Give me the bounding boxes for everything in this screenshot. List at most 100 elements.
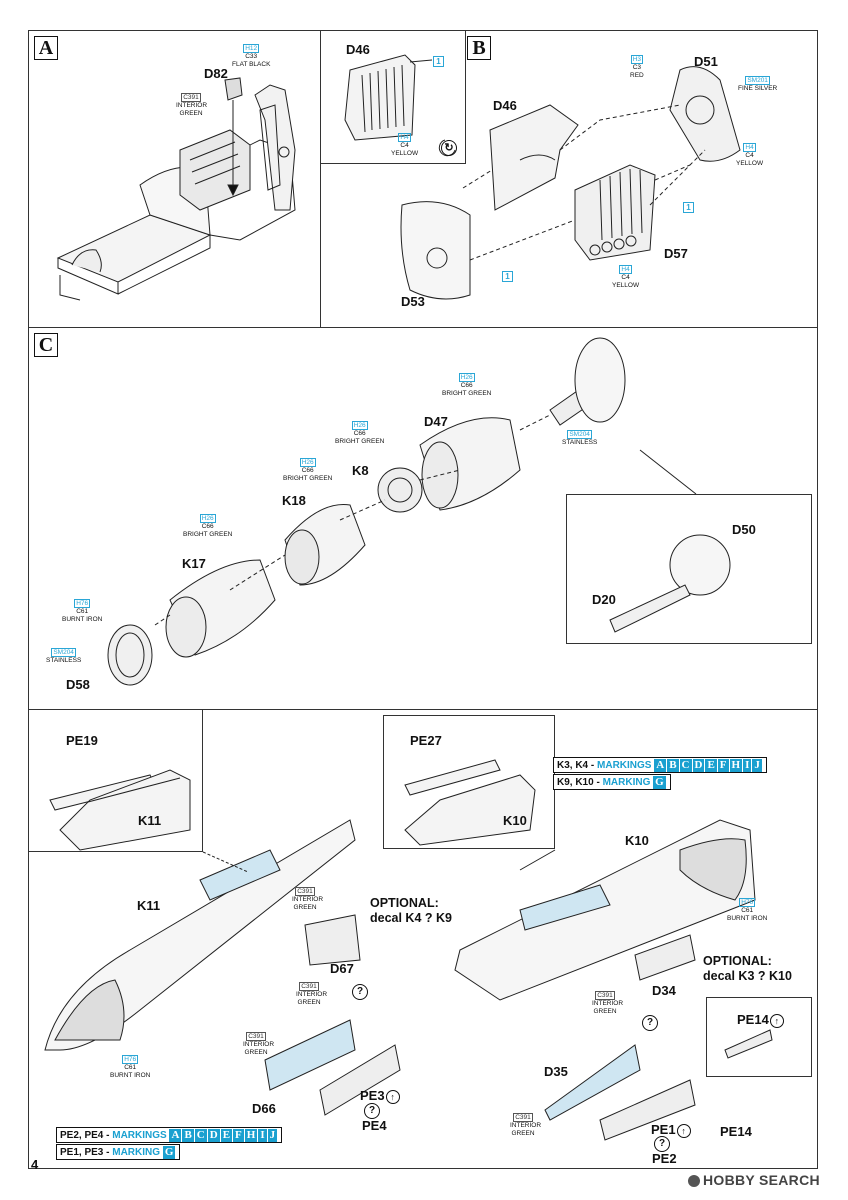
paint-name-burnt-iron-d: BURNT IRON [110, 1071, 151, 1079]
part-label-pe27: PE27 [410, 733, 442, 748]
paint-name-interior-green-dr1: INTERIOR GREEN [592, 1000, 624, 1015]
paint-callout-yellow-inset: H4 C4 YELLOW [391, 133, 418, 157]
markings-left-prefix-2: PE1, PE3 - [60, 1147, 113, 1158]
paint-name-red: RED [630, 71, 644, 79]
part-label-d50: D50 [732, 522, 756, 537]
paint-mr-c61-d: C61 [124, 1064, 137, 1071]
paint-callout-flat-black: H12 C33 FLAT BLACK [232, 44, 270, 68]
part-label-d47: D47 [424, 414, 448, 429]
question-icon-right-b: ? [654, 1136, 670, 1152]
step-d-left-drawing [44, 769, 401, 1116]
paint-code-c391-dr2: C391 [513, 1113, 533, 1122]
part-label-pe4: PE4 [362, 1118, 387, 1133]
paint-mr-c66-d47: C66 [460, 382, 473, 389]
paint-callout-interior-green-d2: C391 INTERIOR GREEN [296, 982, 327, 1006]
marking-box-a: A [169, 1128, 182, 1142]
step-d-left-inset-frame [28, 709, 203, 852]
paint-code-h26-k8: H26 [351, 421, 368, 430]
paint-code-h76-d58: H76 [74, 599, 91, 608]
markings-right-prefix-2: K9, K10 - [557, 777, 603, 788]
paint-callout-burnt-iron-dr: H76 C61 BURNT IRON [727, 898, 767, 922]
markings-right-prefix-1: K3, K4 - [557, 760, 598, 771]
marking-box-f: F [233, 1128, 244, 1142]
part-label-d46: D46 [493, 98, 517, 113]
markings-left-prefix-1: PE2, PE4 - [60, 1130, 113, 1141]
paint-code-h3: H3 [630, 55, 644, 64]
paint-callout-bright-green-k17: H26 C66 BRIGHT GREEN [183, 514, 232, 538]
paint-callout-interior-green-dr2: C391 INTERIOR GREEN [510, 1113, 541, 1137]
part-label-d67: D67 [330, 961, 354, 976]
pe3-text: PE3 [360, 1088, 385, 1103]
markings-right-label-1: MARKINGS [597, 760, 652, 771]
paint-callout-bright-green-k18: H26 C66 BRIGHT GREEN [283, 458, 332, 482]
paint-mr-c4: C4 [400, 142, 409, 149]
paint-code-h4-b1: H4 [743, 143, 756, 152]
optional-decal-note-right: OPTIONAL: decal K3 ? K10 [703, 954, 792, 983]
pe14-inset-frame [706, 997, 812, 1077]
paint-name-flat-black: FLAT BLACK [232, 60, 271, 68]
question-icon-left-b: ? [364, 1103, 380, 1119]
paint-callout-stainless-d47: SM204 STAINLESS [562, 430, 597, 447]
part-label-k11: K11 [137, 898, 161, 913]
paint-callout-burnt-iron-d58: H76 C61 BURNT IRON [62, 599, 102, 623]
marking-box-a-r: A [654, 758, 667, 772]
paint-code-h26-d47: H26 [458, 373, 475, 382]
callout-1-b-a: 1 [683, 202, 694, 213]
paint-mr-c66-k18: C66 [301, 467, 314, 474]
part-label-d66: D66 [252, 1101, 276, 1116]
d46-inset-drawing [344, 54, 456, 157]
paint-mr-c66-k17: C66 [201, 523, 214, 530]
marking-box-h-r: H [729, 758, 743, 772]
part-label-pe14-inset: PE14↑ [737, 1012, 784, 1028]
paint-callout-interior-green-d1: C391 INTERIOR GREEN [292, 887, 324, 911]
paint-name-burnt-iron-dr: BURNT IRON [727, 914, 768, 922]
paint-callout-burnt-iron-d: H76 C61 BURNT IRON [110, 1055, 150, 1079]
paint-code-c391-dr1: C391 [595, 991, 615, 1000]
step-b-label: B [467, 36, 491, 60]
marking-box-b-r: B [667, 758, 679, 772]
paint-mr-c61-dr: C61 [741, 907, 754, 914]
marking-box-j-r: J [752, 758, 762, 772]
paint-callout-fine-silver: SM201 FINE SILVER [738, 76, 777, 93]
paint-mr-c3: C3 [632, 64, 642, 71]
paint-mr-c33: C33 [245, 53, 258, 60]
paint-code-c391-d3: C391 [246, 1032, 266, 1041]
part-label-d58: D58 [66, 677, 90, 692]
arrow-up-icon: ↑ [769, 1014, 784, 1028]
part-label-k18: K18 [282, 493, 306, 508]
part-label-d53: D53 [401, 294, 425, 309]
paint-code-h26-k17: H26 [199, 514, 216, 523]
paint-code-h76-dr: H76 [739, 898, 756, 907]
part-label-k8: K8 [352, 463, 369, 478]
marking-box-j: J [267, 1128, 278, 1142]
question-icon-right-a: ? [642, 1015, 658, 1031]
markings-right-label-2: MARKING [602, 777, 651, 788]
paint-callout-stainless-d58: SM204 STAINLESS [46, 648, 81, 665]
step-c-label: C [34, 333, 58, 357]
arrow-up-icon: ↑ [676, 1124, 691, 1138]
paint-code-h76-d: H76 [122, 1055, 139, 1064]
step-c-inset-frame [566, 494, 812, 644]
watermark-text: HOBBY SEARCH [703, 1172, 820, 1188]
part-label-pe3: PE3↑ [360, 1088, 400, 1104]
step-d-right-drawing [404, 759, 773, 1141]
paint-mr-c61-d58: C61 [76, 608, 89, 615]
paint-callout-interior-green-d3: C391 INTERIOR GREEN [243, 1032, 274, 1056]
callout-1-b-b: 1 [502, 271, 513, 282]
paint-code-h4-b2: H4 [619, 265, 632, 274]
paint-code-h4: H4 [398, 133, 411, 142]
paint-code-sm204-d47: SM204 [567, 430, 592, 439]
paint-callout-red: H3 C3 RED [630, 55, 644, 79]
marking-box-d: D [207, 1128, 220, 1142]
callout-1-inset: 1 [433, 56, 444, 67]
part-label-k11-inset: K11 [138, 813, 162, 828]
cockpit-tub-drawing [56, 77, 296, 301]
paint-callout-bright-green-k8: H26 C66 BRIGHT GREEN [335, 421, 384, 445]
step-b-drawing [400, 66, 741, 300]
watermark: HOBBY SEARCH [688, 1172, 820, 1188]
paint-code-h26-k18: H26 [299, 458, 316, 467]
paint-name-interior-green-d1: INTERIOR GREEN [292, 896, 324, 911]
marking-box-e-r: E [705, 758, 717, 772]
